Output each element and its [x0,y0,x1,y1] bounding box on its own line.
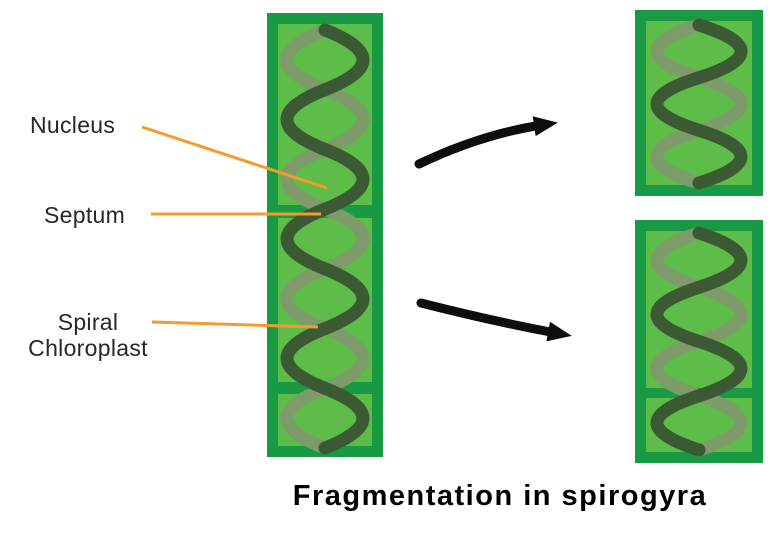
chloroplast-strand-dark [650,226,748,457]
leader-lines [141,125,328,329]
chloroplast-strand-dark [650,18,748,190]
parent-filament [267,13,383,457]
arrow-top-icon [414,116,558,169]
spiral-chloroplast-label-line2: Chloroplast [28,335,148,361]
spiral-chloroplast-label-line1: Spiral [57,309,119,335]
chloroplast-strand-dark [280,23,370,455]
nucleus-leader-line [141,125,328,190]
diagram-caption: Fragmentation in spirogyra [292,480,708,512]
chloroplast-strand-light [650,18,748,190]
fragment-top [635,10,763,196]
chloroplast-strand-light [280,23,370,455]
filaments-group [267,10,763,463]
arrow-bottom-icon [416,298,572,342]
fragment-bottom [635,220,763,463]
spiral-chloroplast-leader-line [151,320,319,329]
fragmentation-arrows [414,116,572,342]
septum-label: Septum [44,202,126,228]
nucleus-label: Nucleus [30,112,116,138]
spiral-chloroplast-label: Spiral Chloroplast [6,309,170,361]
